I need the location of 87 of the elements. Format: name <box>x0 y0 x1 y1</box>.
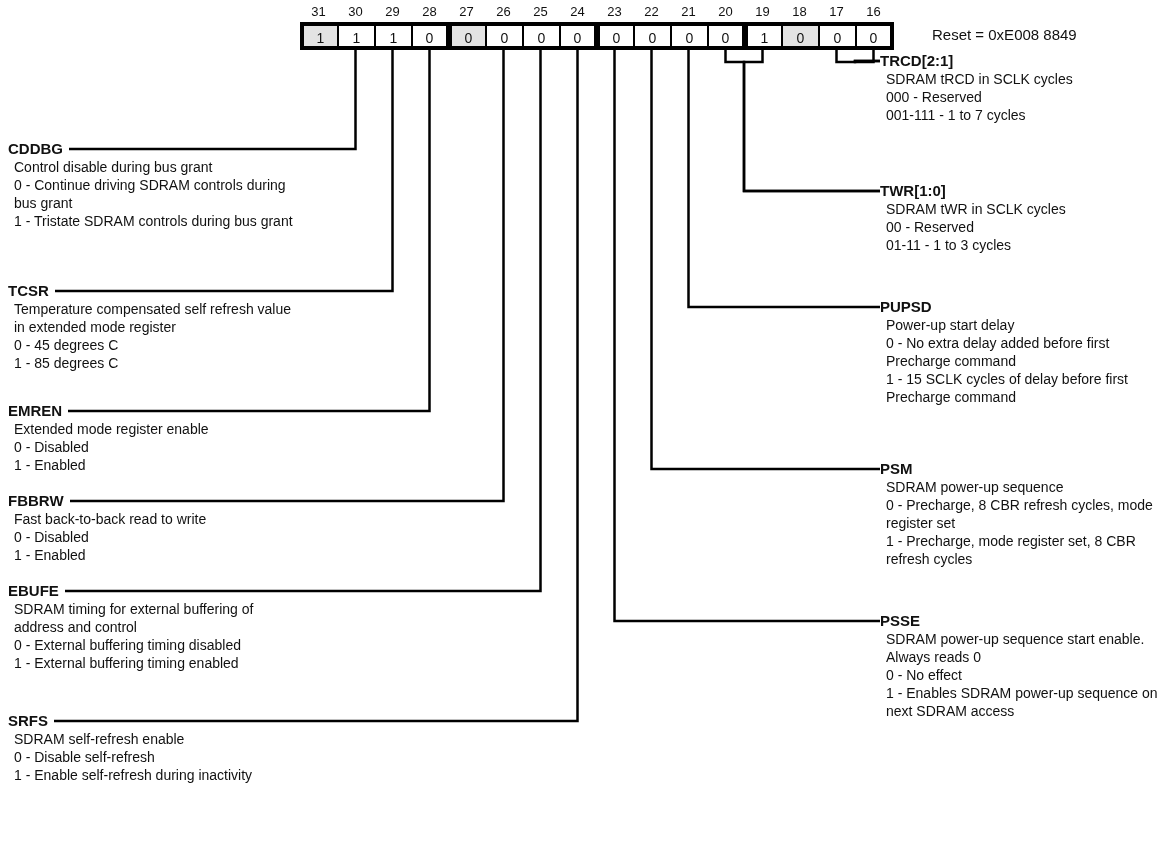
bit-cell: 0 <box>670 22 709 50</box>
reset-value: Reset = 0xE008 8849 <box>932 26 1077 43</box>
field-description: 1 - Enabled <box>13 546 87 564</box>
field-name: PSM <box>880 460 913 478</box>
field-description: 01-11 - 1 to 3 cycles <box>885 236 1013 254</box>
bit-number: 29 <box>384 4 401 19</box>
field-name: TWR[1:0] <box>880 182 946 200</box>
field-name: EBUFE <box>8 582 59 600</box>
field-description: Extended mode register enable <box>13 420 210 438</box>
bit-number: 19 <box>754 4 771 19</box>
bit-cell: 1 <box>744 22 783 50</box>
leader-line <box>70 50 505 503</box>
bit-cell: 0 <box>633 22 672 50</box>
field-description: 1 - Tristate SDRAM controls during bus grant <box>13 212 294 230</box>
bit-number: 17 <box>828 4 845 19</box>
bit-number: 21 <box>680 4 697 19</box>
bit-cell: 0 <box>485 22 524 50</box>
field-description: 001-111 - 1 to 7 cycles <box>885 106 1027 124</box>
field-description: 0 - No effect <box>885 666 963 684</box>
field-name: TCSR <box>8 282 49 300</box>
bit-number: 23 <box>606 4 623 19</box>
field-description: SDRAM self-refresh enable <box>13 730 186 748</box>
bit-number: 27 <box>458 4 475 19</box>
field-description: SDRAM timing for external buffering of address and control <box>13 600 255 636</box>
bit-number: 30 <box>347 4 364 19</box>
bit-number: 24 <box>569 4 586 19</box>
bit-cell: 0 <box>411 22 450 50</box>
field-description: 0 - Disabled <box>13 528 90 546</box>
bit-cell: 0 <box>448 22 487 50</box>
field-description: 0 - External buffering timing disabled <box>13 636 242 654</box>
bit-cell: 0 <box>818 22 857 50</box>
leader-line <box>55 50 394 293</box>
leader-line <box>650 50 880 471</box>
bit-cell: 0 <box>707 22 746 50</box>
bit-cell: 0 <box>781 22 820 50</box>
field-description: SDRAM tWR in SCLK cycles <box>885 200 1067 218</box>
bit-cell: 1 <box>374 22 413 50</box>
field-description: 0 - 45 degrees C <box>13 336 120 354</box>
bit-number: 26 <box>495 4 512 19</box>
field-description: 1 - Enable self-refresh during inactivity <box>13 766 254 784</box>
bit-number: 28 <box>421 4 438 19</box>
bit-cell: 1 <box>337 22 376 50</box>
bit-cell: 0 <box>855 22 894 50</box>
bit-number: 22 <box>643 4 660 19</box>
field-name: EMREN <box>8 402 63 420</box>
field-description: 1 - External buffering timing enabled <box>13 654 240 672</box>
field-description: Control disable during bus grant <box>13 158 214 176</box>
field-description: 1 - Precharge, mode register set, 8 CBR refresh cycles <box>885 532 1137 568</box>
leader-line <box>687 50 880 309</box>
leader-line <box>54 50 579 723</box>
field-name: TRCD[2:1] <box>880 52 954 70</box>
field-description: 000 - Reserved <box>885 88 983 106</box>
bit-cell: 0 <box>522 22 561 50</box>
bit-number: 18 <box>791 4 808 19</box>
field-description: 1 - Enabled <box>13 456 87 474</box>
field-description: 00 - Reserved <box>885 218 975 236</box>
field-description: 0 - Disabled <box>13 438 90 456</box>
bit-cell: 0 <box>596 22 635 50</box>
field-description: Power-up start delay <box>885 316 1016 334</box>
field-description: SDRAM power-up sequence start enable. Always reads 0 <box>885 630 1146 666</box>
field-name: PUPSD <box>880 298 932 316</box>
leader-line <box>65 50 542 593</box>
field-description: 0 - Precharge, 8 CBR refresh cycles, mode register set <box>885 496 1154 532</box>
field-description: 1 - 85 degrees C <box>13 354 120 372</box>
bit-number: 31 <box>310 4 327 19</box>
field-description: 0 - Continue driving SDRAM controls during bus grant <box>13 176 287 212</box>
field-description: Temperature compensated self refresh value in extended mode register <box>13 300 293 336</box>
field-name: SRFS <box>8 712 48 730</box>
bit-cell: 0 <box>559 22 598 50</box>
leader-line <box>853 50 880 64</box>
field-name: PSSE <box>880 612 921 630</box>
field-name: FBBRW <box>8 492 64 510</box>
leader-line <box>613 50 880 623</box>
bit-number: 16 <box>865 4 882 19</box>
leader-line <box>69 50 357 151</box>
bit-number: 25 <box>532 4 549 19</box>
field-description: SDRAM power-up sequence <box>885 478 1065 496</box>
field-description: SDRAM tRCD in SCLK cycles <box>885 70 1074 88</box>
field-description: 0 - Disable self-refresh <box>13 748 156 766</box>
field-description: 1 - Enables SDRAM power-up sequence on next SDRAM access <box>885 684 1159 720</box>
field-name: CDDBG <box>8 140 63 158</box>
leader-line <box>68 50 431 413</box>
field-description: Fast back-to-back read to write <box>13 510 208 528</box>
field-description: 1 - 15 SCLK cycles of delay before first Precharge command <box>885 370 1129 406</box>
field-description: 0 - No extra delay added before first Precharge command <box>885 334 1111 370</box>
bit-cell: 1 <box>300 22 339 50</box>
bit-number: 20 <box>717 4 734 19</box>
